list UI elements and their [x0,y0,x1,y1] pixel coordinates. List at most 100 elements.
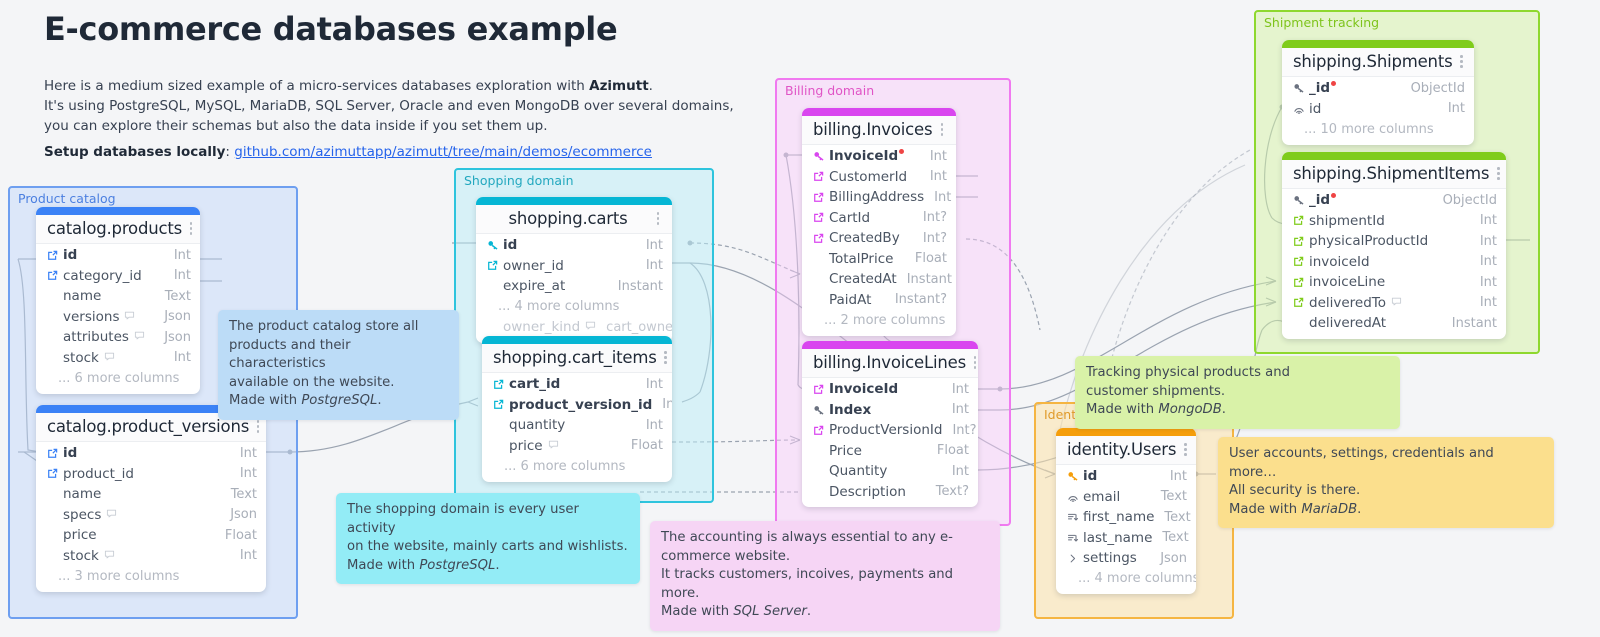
comment-icon[interactable] [104,549,115,560]
table-header[interactable]: shipping.ShipmentItems [1282,160,1506,189]
more-columns-label[interactable]: ... 6 more columns [58,370,180,386]
table-menu-icon[interactable] [1180,443,1190,456]
table-menu-icon[interactable] [970,356,978,369]
column-name: BillingAddress [829,189,925,206]
column-type: Text [1160,489,1187,505]
table-header[interactable]: shopping.cart_items [482,344,672,373]
more-columns-label[interactable]: ... 2 more columns [824,312,946,328]
comment-icon[interactable] [1391,296,1402,307]
comment-icon[interactable] [104,351,115,362]
note-billing-domain[interactable]: The accounting is always essential to an… [650,521,1000,631]
primary-key-icon [1293,194,1309,206]
comment-icon[interactable] [106,508,117,519]
table-header[interactable]: identity.Users [1056,436,1196,465]
note-identity[interactable]: User accounts, settings, credentials and… [1218,437,1554,528]
more-columns-label[interactable]: ... 4 more columns [1078,571,1196,587]
more-columns-label[interactable]: ... 4 more columns [498,299,620,315]
note-product-catalog[interactable]: The product catalog store all products a… [218,310,459,420]
column-name: _id [1309,192,1433,208]
column-type: ObjectId [1410,80,1465,96]
more-columns-label[interactable]: ... 6 more columns [504,458,626,474]
table-menu-icon[interactable] [186,222,196,235]
table-header[interactable]: billing.InvoiceLines [802,349,978,378]
table-columns: cart_idIntproduct_version_idIntquantityI… [482,373,672,482]
note-shopping-domain[interactable]: The shopping domain is every user activi… [336,493,640,584]
comment-icon[interactable] [548,439,559,450]
column-name: CreatedBy [829,230,900,247]
more-columns-label[interactable]: ... 10 more columns [1304,121,1434,137]
table-menu-icon[interactable] [1456,55,1466,68]
comment-icon[interactable] [134,330,145,341]
column-type: Int [929,169,947,185]
setup-link[interactable]: github.com/azimuttapp/azimutt/tree/main/… [234,144,652,160]
table-header[interactable]: catalog.products [36,215,200,244]
note-shipment-tracking[interactable]: Tracking physical products and customer … [1075,356,1400,429]
more-columns-label[interactable]: ... 3 more columns [58,568,180,584]
table-menu-icon[interactable] [653,212,663,225]
table-menu-icon[interactable] [1493,167,1503,180]
comment-icon[interactable] [124,310,135,321]
table-header[interactable]: shopping.carts [476,205,672,234]
table-menu-icon[interactable] [253,420,263,433]
table-menu-icon[interactable] [661,351,671,364]
column-name: specs [63,507,220,523]
column-type: Int [662,397,672,413]
table-menu-icon[interactable] [937,123,947,136]
table-header[interactable]: billing.Invoices [802,116,956,145]
table-header[interactable]: shipping.Shipments [1282,48,1474,77]
table-header[interactable]: catalog.product_versions [36,413,266,442]
comment-icon[interactable] [585,320,596,331]
